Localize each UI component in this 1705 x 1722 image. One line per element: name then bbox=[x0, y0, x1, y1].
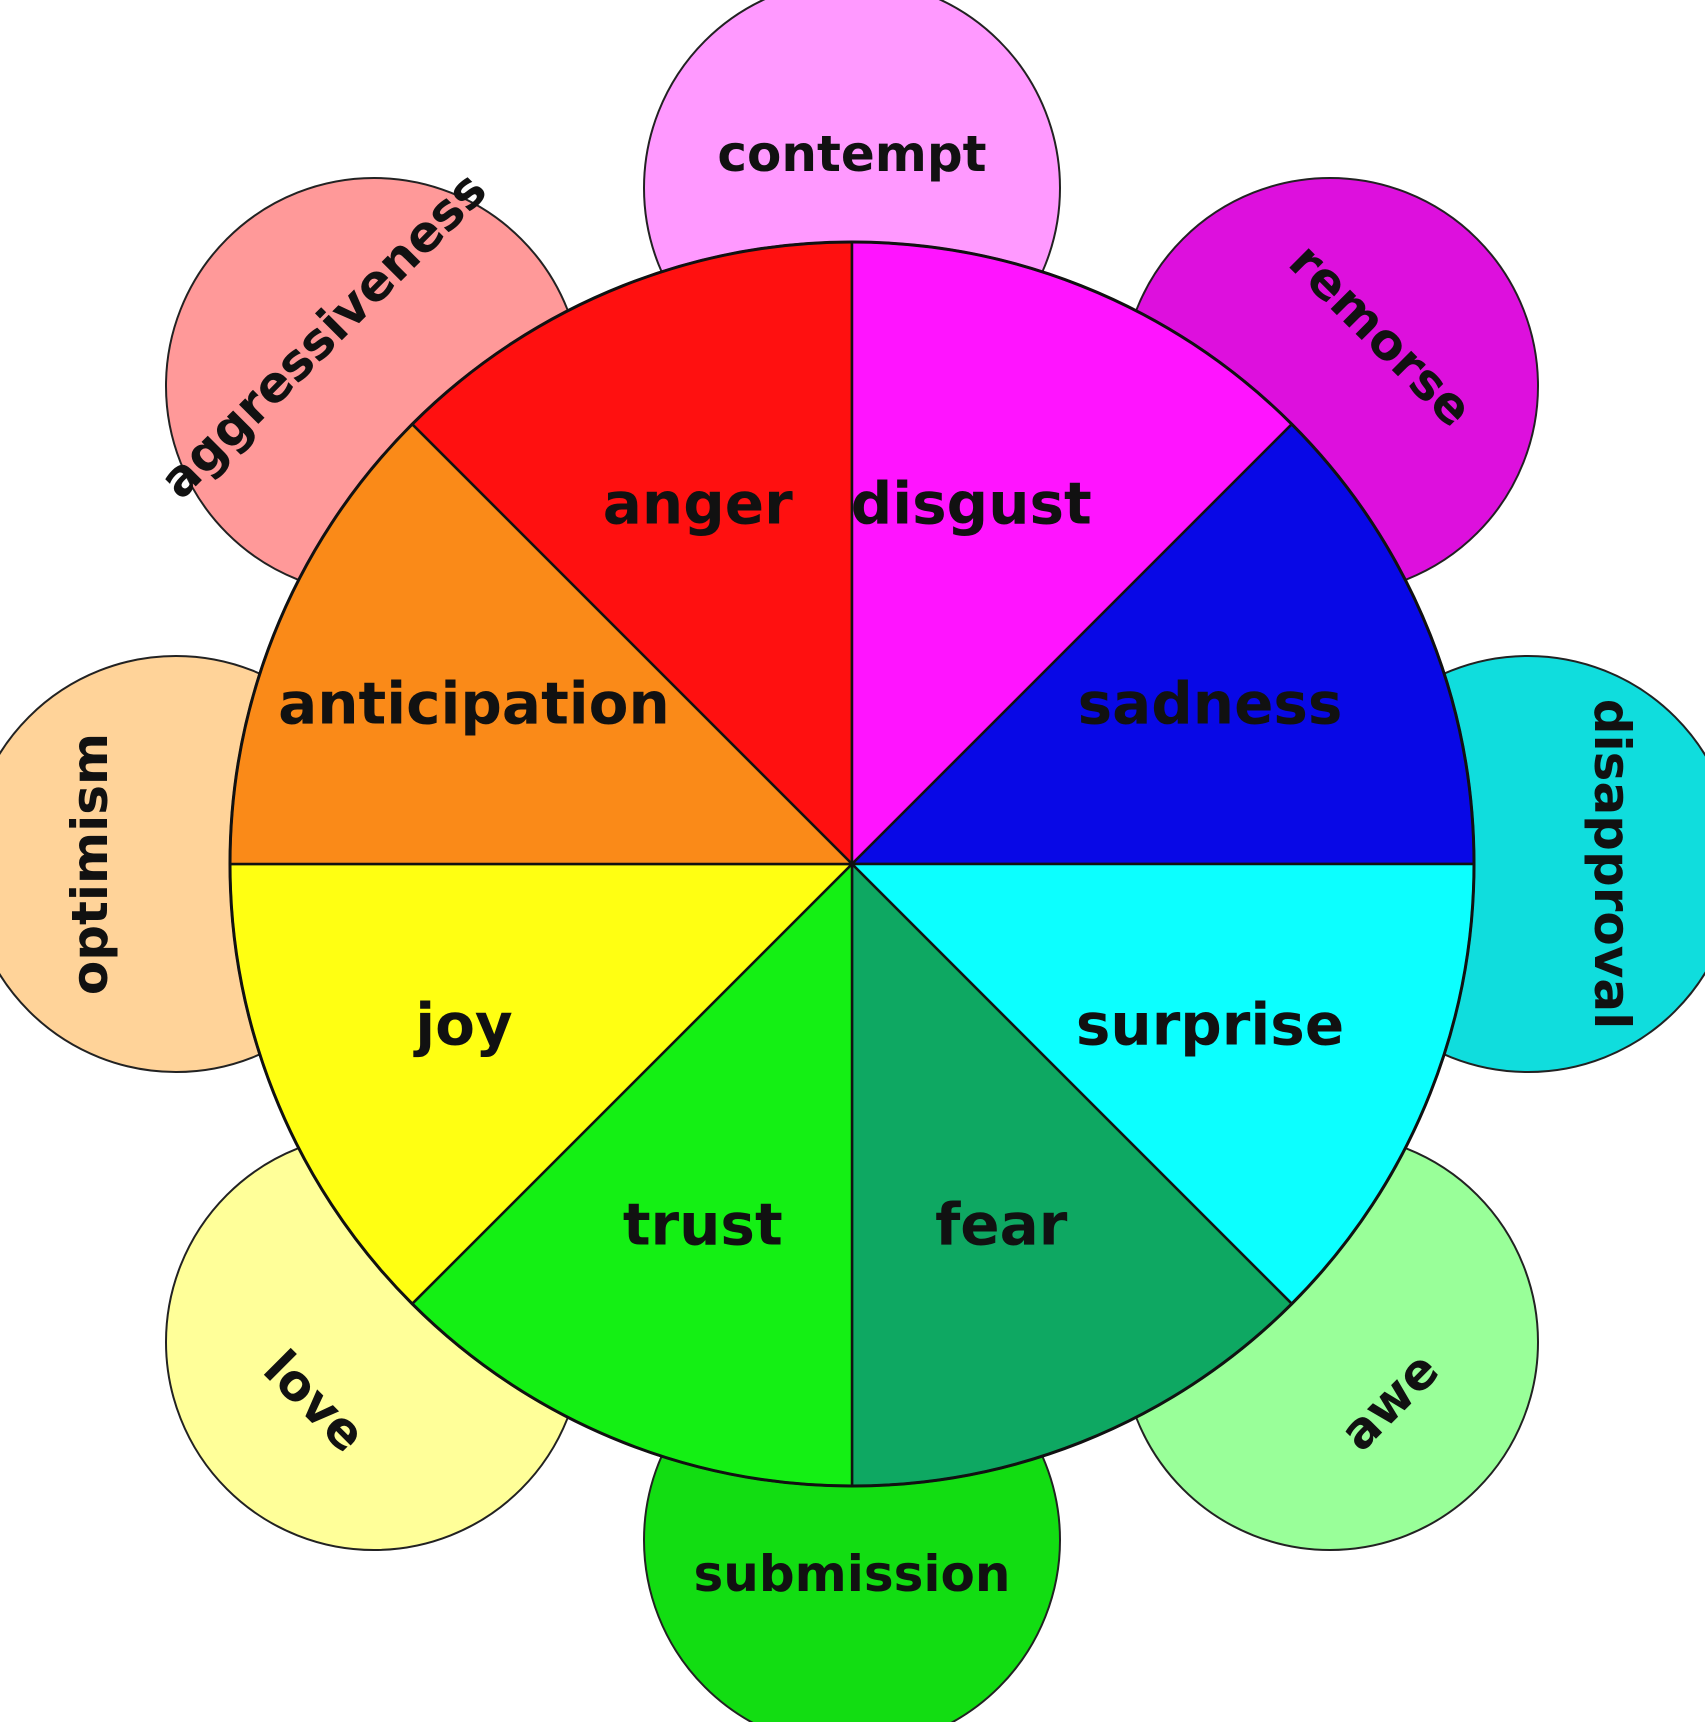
wheel-outline bbox=[228, 240, 1476, 1488]
dyad-label-optimism: optimism bbox=[61, 733, 119, 995]
primary-label-joy: joy bbox=[413, 991, 513, 1059]
dyad-label-disapproval: disapproval bbox=[1583, 699, 1641, 1030]
dyad-label-submission: submission bbox=[694, 1545, 1011, 1603]
primary-label-disgust: disgust bbox=[851, 470, 1092, 538]
primary-sectors bbox=[228, 240, 1476, 1488]
primary-label-anger: anger bbox=[603, 470, 793, 538]
primary-label-trust: trust bbox=[623, 1190, 783, 1258]
dyad-label-contempt: contempt bbox=[717, 125, 986, 183]
primary-label-surprise: surprise bbox=[1076, 991, 1344, 1059]
primary-label-anticipation: anticipation bbox=[278, 669, 670, 737]
primary-label-sadness: sadness bbox=[1078, 669, 1343, 737]
primary-label-fear: fear bbox=[935, 1190, 1068, 1258]
